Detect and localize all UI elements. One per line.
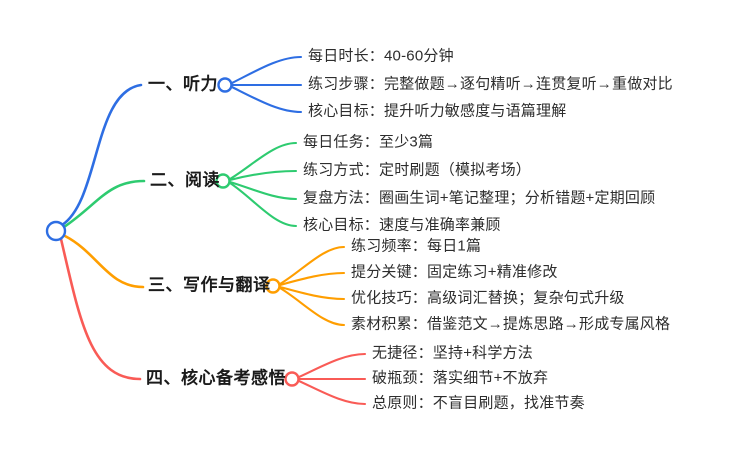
branch-4-node-handle[interactable]	[284, 371, 300, 387]
branch-1-node-handle[interactable]	[217, 77, 233, 93]
branch-2-item-1[interactable]: 每日任务：至少3篇	[303, 133, 434, 151]
branch-3-item-1[interactable]: 练习频率：每日1篇	[351, 237, 482, 255]
branch-2-item-3[interactable]: 复盘方法：圈画生词+笔记整理；分析错题+定期回顾	[303, 189, 656, 207]
branch-2-item-2[interactable]: 练习方式：定时刷题（模拟考场）	[303, 161, 532, 179]
branch-2-item-3-link	[228, 180, 298, 201]
branch-3-node-handle[interactable]	[265, 278, 281, 294]
branch-2-topic[interactable]: 二、阅读	[150, 170, 220, 190]
branch-1-item-3-link	[230, 85, 303, 114]
branch-1-item-3[interactable]: 核心目标：提升听力敏感度与语篇理解	[308, 102, 567, 120]
branch-3-item-4[interactable]: 素材积累：借鉴范文→提炼思路→形成专属风格	[351, 315, 671, 333]
branch-3-item-3-link	[278, 285, 346, 301]
branch-4-item-2[interactable]: 破瓶颈：落实细节+不放弃	[372, 369, 549, 387]
branch-1-topic[interactable]: 一、听力	[148, 74, 218, 94]
branch-3-item-2-link	[278, 271, 346, 287]
branch-3-item-1-link	[278, 245, 346, 286]
branch-1-item-2[interactable]: 练习步骤：完整做题→逐句精听→连贯复听→重做对比	[308, 75, 673, 93]
branch-2-node-handle[interactable]	[215, 173, 231, 189]
branch-4-topic[interactable]: 四、核心备考感悟	[146, 368, 286, 388]
branch-3-item-2[interactable]: 提分关键：固定练习+精准修改	[351, 263, 558, 281]
branch-4-item-3[interactable]: 总原则：不盲目刷题，找准节奏	[372, 394, 585, 412]
branch-1-item-1-link	[230, 55, 303, 85]
branch-1-item-1[interactable]: 每日时长：40-60分钟	[308, 47, 454, 65]
branch-3-item-4-link	[278, 286, 346, 327]
branch-4-item-1-link	[297, 352, 367, 379]
branch-4-item-3-link	[297, 379, 367, 406]
branch-4-link	[59, 237, 142, 381]
branch-2-item-2-link	[228, 169, 298, 182]
root-node[interactable]	[45, 220, 67, 242]
branch-2-item-4[interactable]: 核心目标：速度与准确率兼顾	[303, 216, 501, 234]
branch-2-item-1-link	[228, 141, 298, 181]
branch-4-item-1[interactable]: 无捷径：坚持+科学方法	[372, 344, 533, 362]
branch-3-item-3[interactable]: 优化技巧：高级词汇替换；复杂句式升级	[351, 289, 625, 307]
branch-1-link	[60, 83, 143, 227]
branch-3-link	[63, 234, 145, 289]
branch-3-topic[interactable]: 三、写作与翻译	[148, 275, 271, 295]
branch-2-item-4-link	[228, 181, 298, 228]
branch-2-link	[62, 179, 146, 229]
